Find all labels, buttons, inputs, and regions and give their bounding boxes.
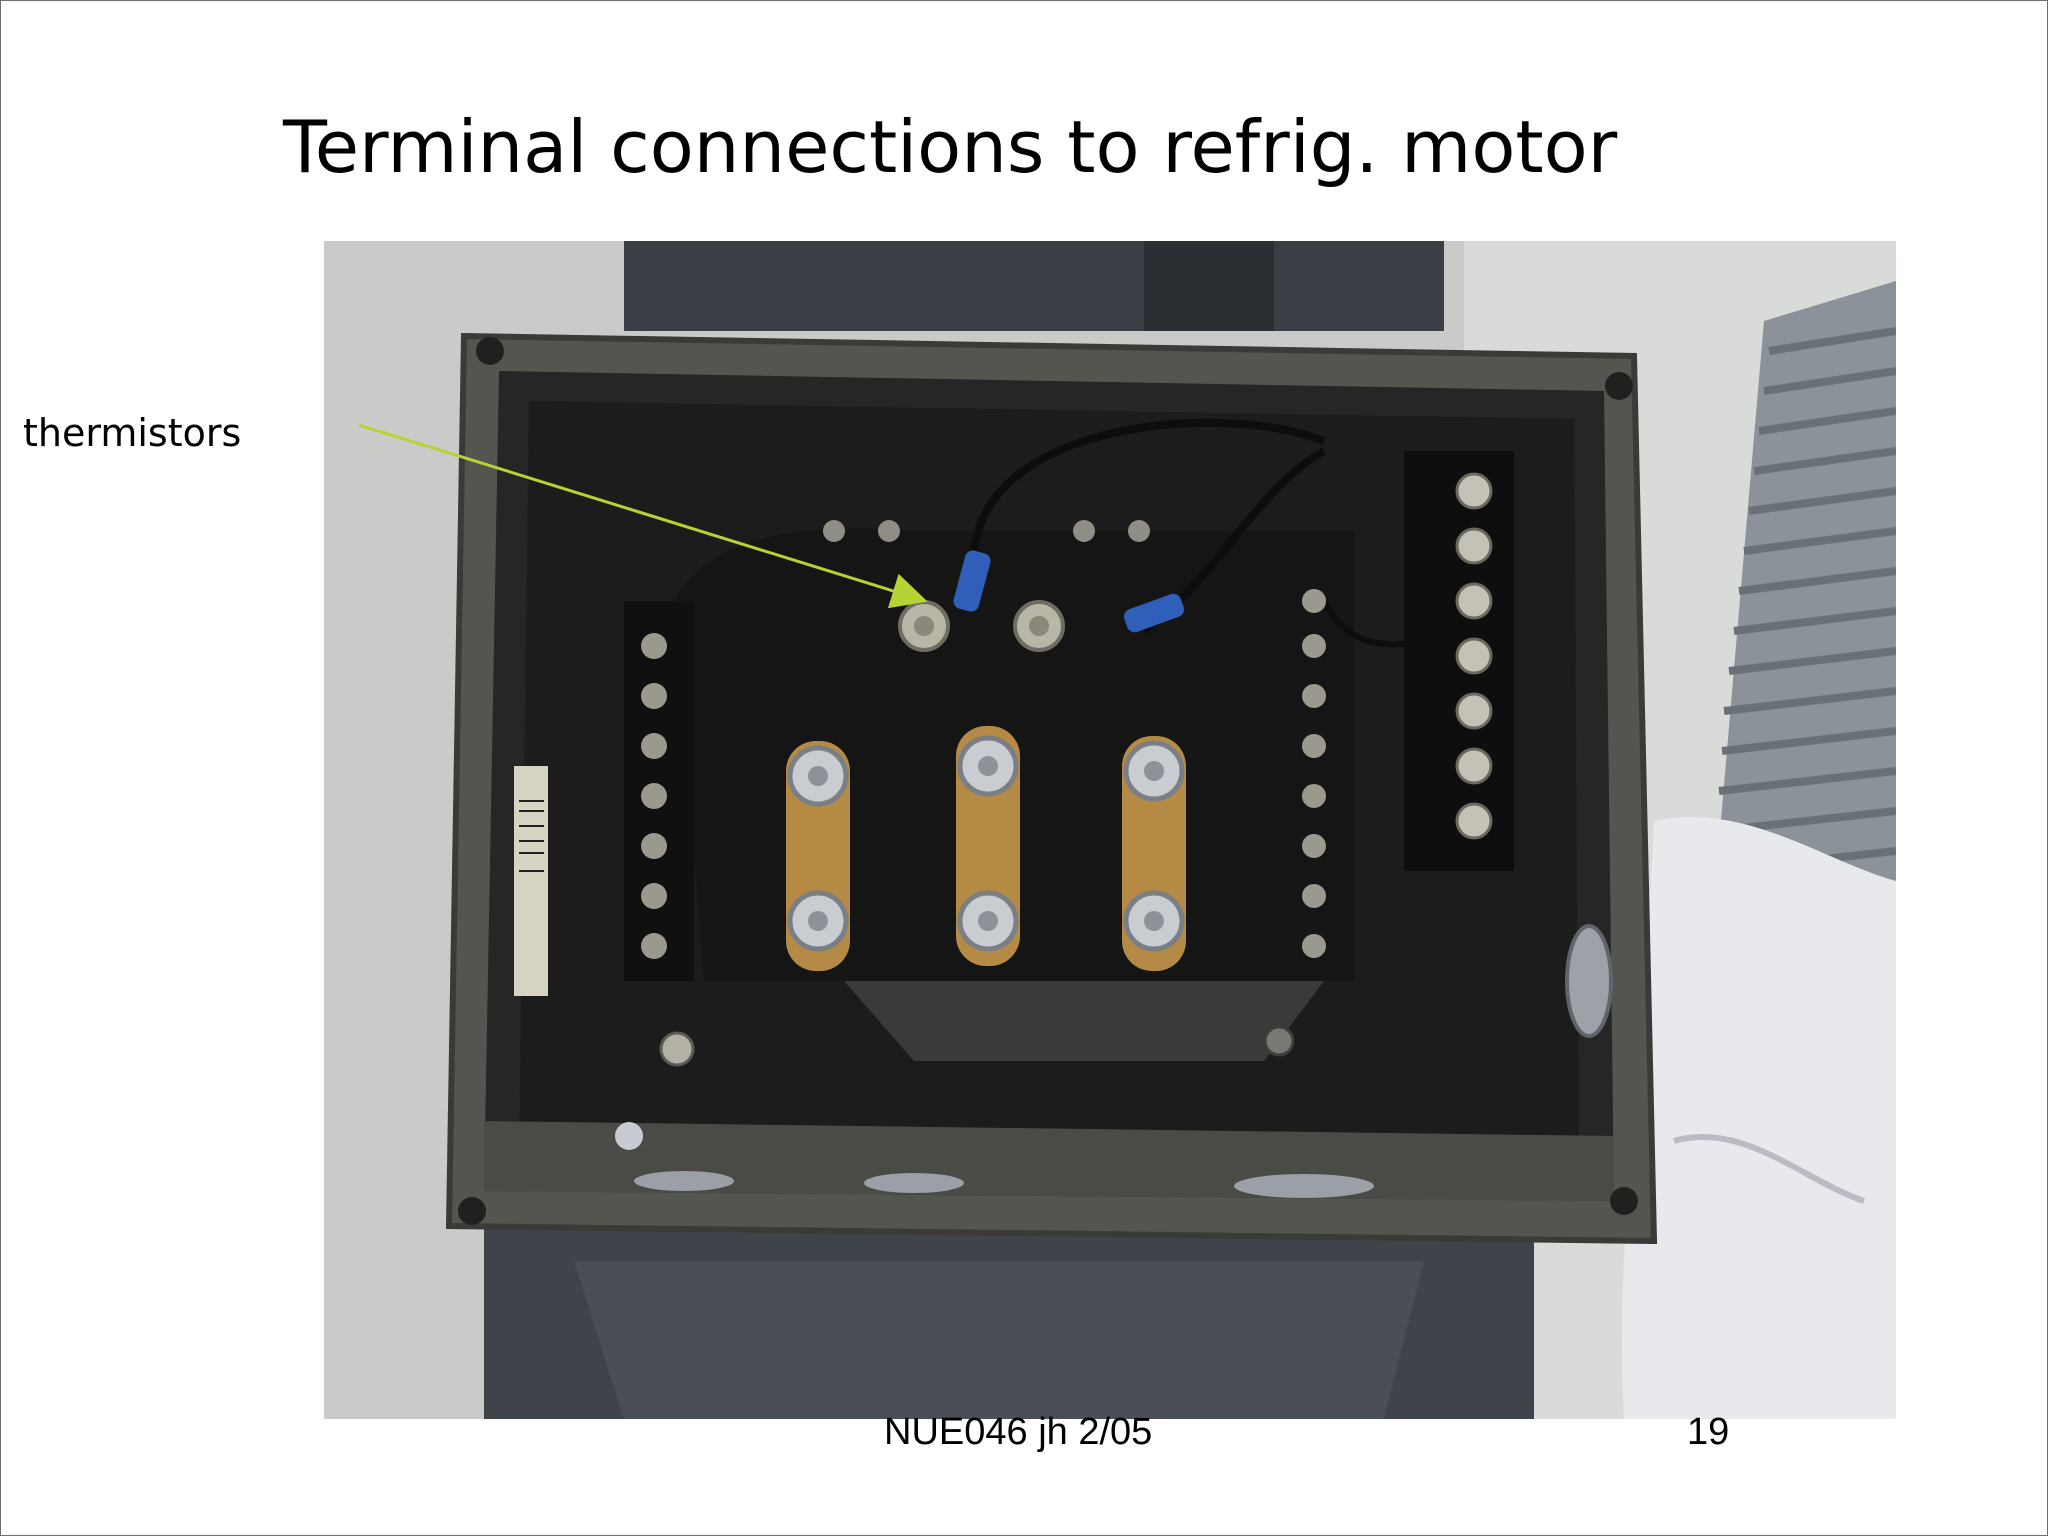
right-terminal-block [1404,451,1514,871]
ribbed-panel [1713,281,1896,901]
brass-link-bars [786,726,1186,971]
slide-title: Terminal connections to refrig. motor [283,105,1618,189]
left-terminal-strip [624,601,694,981]
terminal-box-photo [324,241,1896,1419]
page-number: 19 [1687,1411,1730,1453]
footer-text: NUE046 jh 2/05 [884,1411,1153,1453]
thermistors-label: thermistors [23,411,242,455]
thermistor-lugs [898,550,1185,652]
